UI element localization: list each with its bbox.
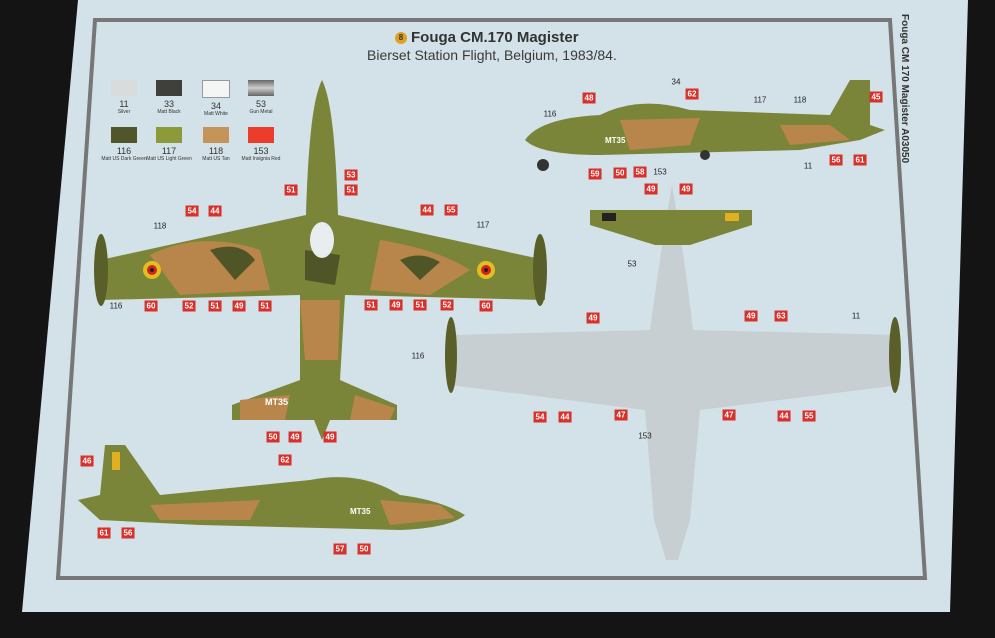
side-label: Fouga CM 170 Magister A03050: [899, 14, 910, 164]
decal-marker: 49: [586, 312, 600, 324]
decal-marker: 49: [232, 300, 246, 312]
decal-marker: 51: [413, 299, 427, 311]
decal-marker: 51: [258, 300, 272, 312]
decal-marker: 44: [558, 411, 572, 423]
decal-marker: 54: [533, 411, 547, 423]
side-view-aircraft-right: [525, 80, 885, 171]
scheme-title: 8 Fouga CM.170 Magister: [395, 29, 579, 46]
aircraft-code-side: MT35: [605, 136, 626, 145]
aircraft-code-side-left: MT35: [350, 507, 371, 516]
decal-marker: 51: [364, 299, 378, 311]
decal-marker: 57: [333, 543, 347, 555]
decal-marker: 49: [644, 183, 658, 195]
paint-callout: 116: [543, 109, 557, 119]
decal-marker: 52: [182, 300, 196, 312]
paint-callout: 117: [476, 220, 490, 230]
decal-marker: 48: [582, 92, 596, 104]
paint-callout: 153: [638, 431, 652, 441]
decal-marker: 53: [344, 169, 358, 181]
decal-marker: 49: [679, 183, 693, 195]
paint-callout: 116: [411, 351, 425, 361]
decal-marker: 47: [722, 409, 736, 421]
decal-marker: 60: [479, 300, 493, 312]
decal-marker: 50: [613, 167, 627, 179]
decal-marker: 44: [208, 205, 222, 217]
decal-marker: 51: [208, 300, 222, 312]
decal-marker: 56: [829, 154, 843, 166]
decal-marker: 52: [440, 299, 454, 311]
decal-marker: 51: [344, 184, 358, 196]
paint-callout: 11: [851, 311, 861, 321]
decal-marker: 50: [266, 431, 280, 443]
paint-callout: 34: [671, 77, 681, 87]
sheet-border: [55, 18, 928, 580]
decal-marker: 50: [357, 543, 371, 555]
decal-marker: 63: [774, 310, 788, 322]
decal-marker: 49: [323, 431, 337, 443]
decal-marker: 61: [97, 527, 111, 539]
decal-marker: 47: [614, 409, 628, 421]
aircraft-code: MT35: [265, 397, 289, 407]
decal-marker: 49: [389, 299, 403, 311]
title-text: Fouga CM.170 Magister: [411, 29, 579, 46]
decal-marker: 55: [444, 204, 458, 216]
decal-marker: 62: [685, 88, 699, 100]
paint-callout: 153: [653, 167, 667, 177]
paint-callout: 53: [627, 259, 637, 269]
decal-marker: 45: [869, 91, 883, 103]
decal-marker: 62: [278, 454, 292, 466]
top-view-aircraft: [94, 80, 547, 440]
decal-marker: 44: [420, 204, 434, 216]
decal-marker: 49: [744, 310, 758, 322]
paint-callout: 116: [109, 301, 123, 311]
decal-marker: 58: [633, 166, 647, 178]
decal-marker: 51: [284, 184, 298, 196]
bottom-view-aircraft: [445, 185, 901, 560]
decal-marker: 49: [288, 431, 302, 443]
decal-marker: 55: [802, 410, 816, 422]
scheme-number-badge: 8: [395, 32, 407, 44]
decal-marker: 60: [144, 300, 158, 312]
paint-callout: 118: [793, 95, 807, 105]
decal-marker: 54: [185, 205, 199, 217]
side-view-aircraft-left: [78, 445, 465, 530]
scheme-subtitle: Bierset Station Flight, Belgium, 1983/84…: [367, 47, 617, 63]
decal-marker: 59: [588, 168, 602, 180]
paint-callout: 117: [753, 95, 767, 105]
paint-callout: 11: [803, 161, 813, 171]
decal-marker: 44: [777, 410, 791, 422]
swatch-color: [111, 80, 137, 96]
paint-callout: 118: [153, 221, 167, 231]
decal-marker: 61: [853, 154, 867, 166]
decal-marker: 46: [80, 455, 94, 467]
decal-marker: 56: [121, 527, 135, 539]
